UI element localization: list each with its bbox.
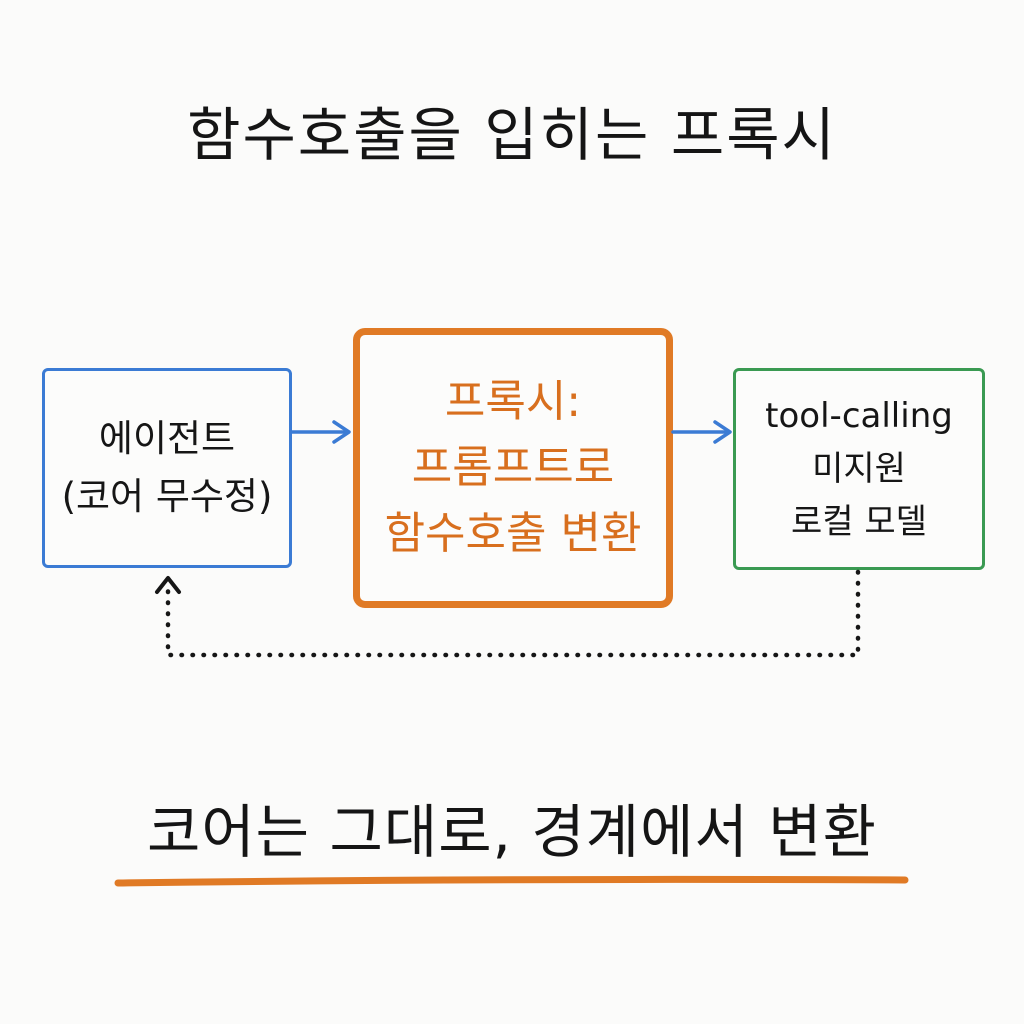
diagram-title: 함수호출을 입히는 프록시 xyxy=(187,101,837,169)
agent-sublabel: (코어 무수정) xyxy=(61,475,273,518)
proxy-label: 프록시: xyxy=(444,376,582,427)
arrow-agent-to-proxy xyxy=(290,420,351,444)
tagline-underline xyxy=(114,875,909,887)
agent-box: 에이전트 (코어 무수정) xyxy=(42,368,292,568)
proxy-box: 프록시: 프롬프트로 함수호출 변환 xyxy=(353,328,673,608)
agent-label: 에이전트 xyxy=(98,417,236,460)
model-label-line1: tool-calling xyxy=(765,395,953,436)
model-box: tool-calling 미지원 로컬 모델 xyxy=(733,368,985,570)
proxy-desc-line1: 프롬프트로 xyxy=(411,442,615,493)
proxy-desc-line2: 함수호출 변환 xyxy=(384,508,642,559)
arrow-proxy-to-model xyxy=(671,420,732,444)
model-label-line2: 미지원 xyxy=(812,448,906,489)
model-label-line3: 로컬 모델 xyxy=(791,501,927,542)
tagline: 코어는 그대로, 경계에서 변환 xyxy=(146,798,878,866)
